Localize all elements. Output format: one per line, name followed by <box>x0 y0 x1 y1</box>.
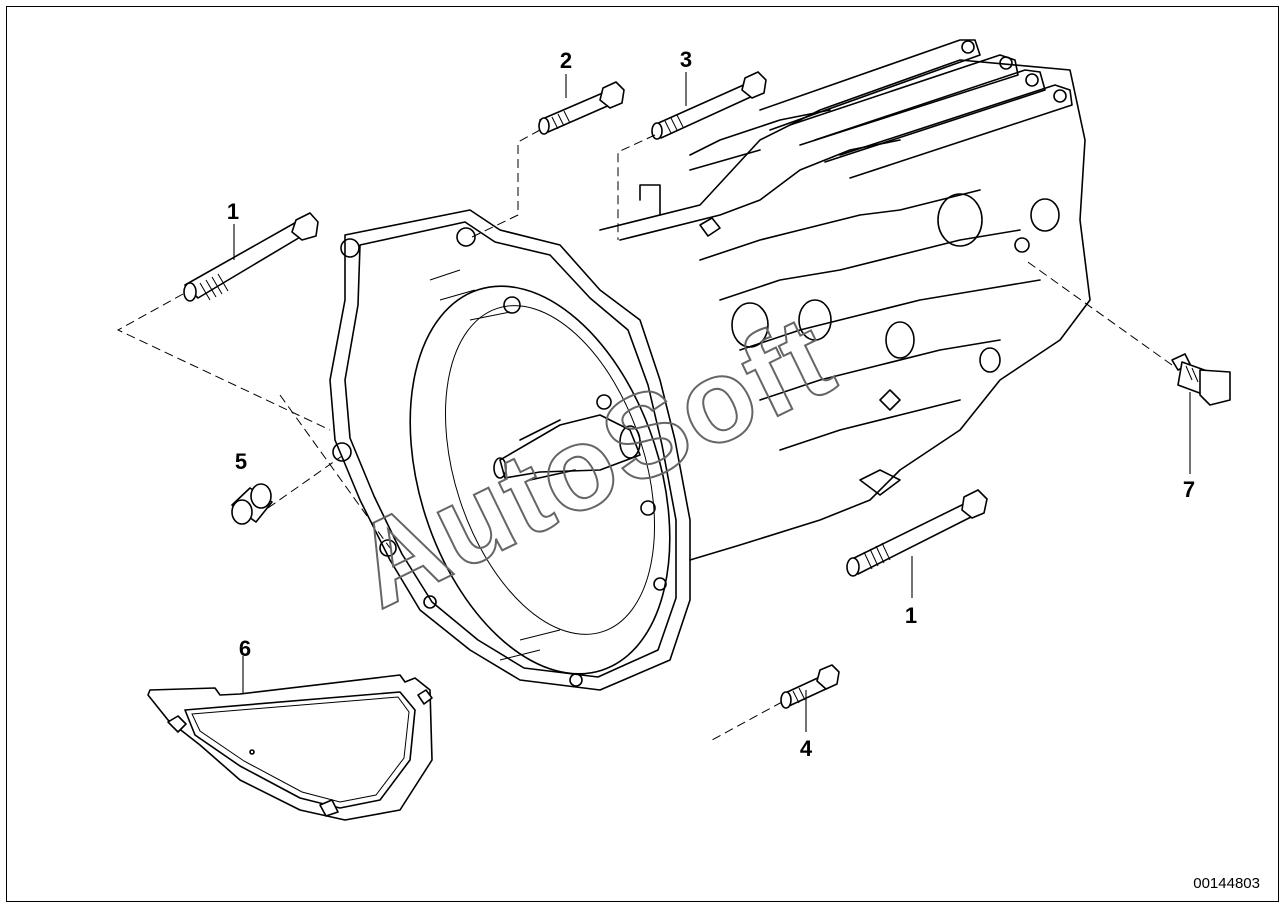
callout-3: 3 <box>680 47 692 72</box>
bolt-part-2 <box>538 81 625 135</box>
callout-7: 7 <box>1183 477 1195 502</box>
diagram-reference-number: 00144803 <box>1193 875 1260 892</box>
callout-6: 6 <box>239 636 251 661</box>
callout-labels: 1 2 3 5 6 7 1 4 <box>227 47 1195 761</box>
callout-1-upper: 1 <box>227 199 239 224</box>
callout-2: 2 <box>560 48 572 73</box>
transmission-housing <box>329 39 1091 691</box>
bolt-part-3 <box>651 71 767 140</box>
bolt-part-4 <box>780 664 840 709</box>
callout-5: 5 <box>235 449 247 474</box>
callout-1-lower: 1 <box>905 603 917 628</box>
callout-leaders <box>233 72 1191 732</box>
cover-plate-part-6 <box>147 674 433 821</box>
bolt-part-1-lower <box>846 489 988 577</box>
alignment-lines <box>116 129 1173 741</box>
diagram-frame <box>6 6 1279 902</box>
sleeve-part-5 <box>231 483 273 525</box>
sensor-switch-part-7 <box>1171 353 1231 406</box>
bolt-part-1-upper <box>183 212 319 302</box>
callout-4: 4 <box>800 736 813 761</box>
watermark-text: AutoSoft <box>334 289 854 633</box>
